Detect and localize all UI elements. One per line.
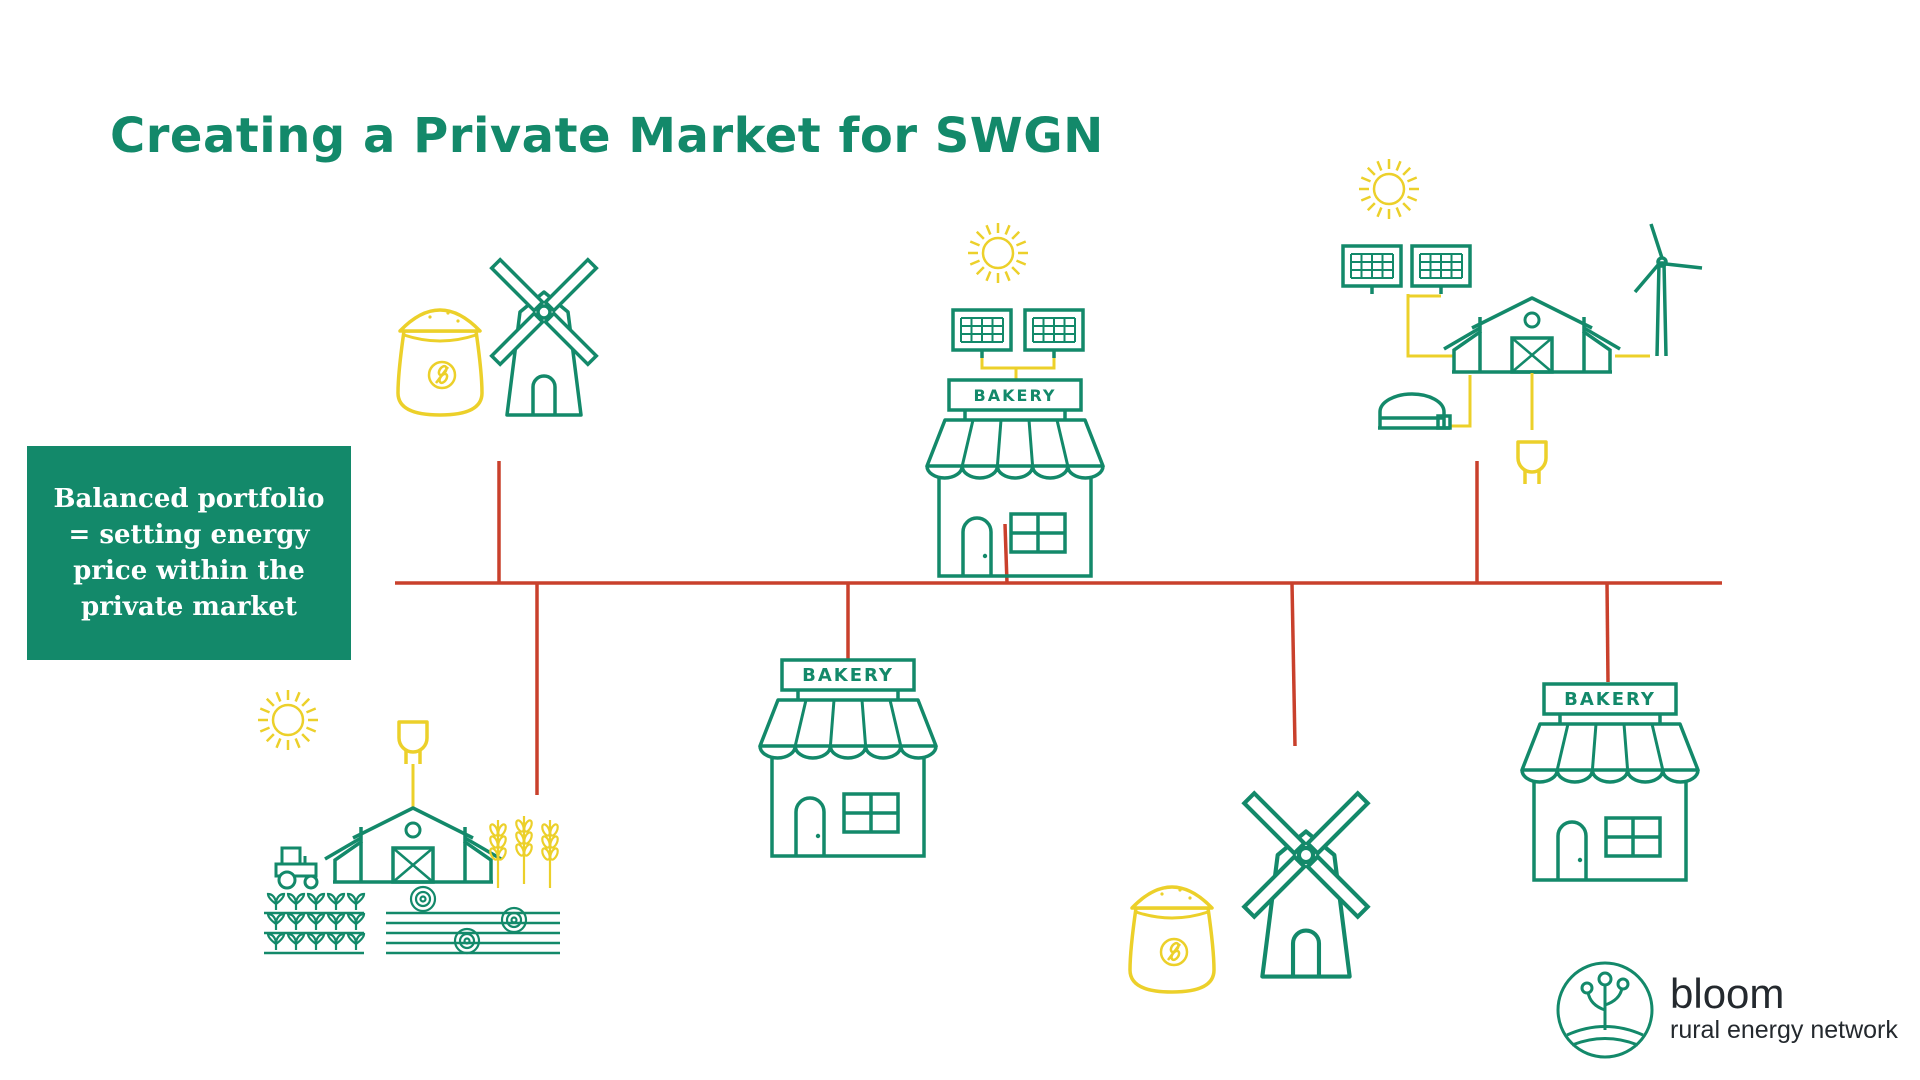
network-lines [395,461,1722,795]
branch-line [1003,523,1009,584]
tractor-icon [274,846,319,890]
hay-bale-icon [500,906,528,934]
sun-icon [1347,147,1432,232]
bakery-sign: BAKERY [1546,684,1674,714]
hay-bale-icon [409,885,437,913]
callout-text: Balanced portfolio = setting energy pric… [53,484,325,622]
wheat-icon [539,818,561,890]
biogas-dome-icon [1378,392,1452,430]
farm-node [246,678,561,955]
solar-panel-icon [1023,308,1085,360]
solar-panel-icon [1410,244,1472,296]
page-title: Creating a Private Market for SWGN [110,108,1104,164]
plug-icon [397,720,429,766]
windmill-node [396,214,642,417]
callout-box: Balanced portfolio = setting energy pric… [27,446,351,660]
sun-icon [956,211,1041,296]
bloom-logo-icon [1556,961,1654,1059]
barn-icon [323,806,503,884]
bakery-sign: BAKERY [784,660,912,690]
brand-subtitle: rural energy network [1670,1016,1898,1044]
bakery-sign-label: BAKERY [802,664,894,686]
bakery-sign-label: BAKERY [1564,688,1656,710]
hay-field [386,911,560,955]
brand-name: bloom [1670,970,1785,1017]
branch-line [1605,582,1610,683]
bakery-sign-label: BAKERY [973,385,1057,405]
solar-panel-icon [951,308,1013,360]
windmill-icon [1193,742,1420,977]
wheat-icon [513,814,535,886]
grain-sack-icon [1128,885,1216,994]
branch-line [1290,582,1297,747]
barn-icon [1442,296,1622,374]
energy-farm-node [1341,147,1703,486]
sun-icon [246,678,331,763]
solar-panel-icon [1341,244,1403,296]
wind-turbine-icon [1633,223,1703,357]
plug-icon [1516,440,1548,486]
grain-sack-icon [396,308,484,417]
sprout-rows [266,892,366,952]
bakery-sign: BAKERY [951,380,1079,410]
solar-bakery-node [925,211,1105,578]
windmill-node [1128,742,1420,994]
